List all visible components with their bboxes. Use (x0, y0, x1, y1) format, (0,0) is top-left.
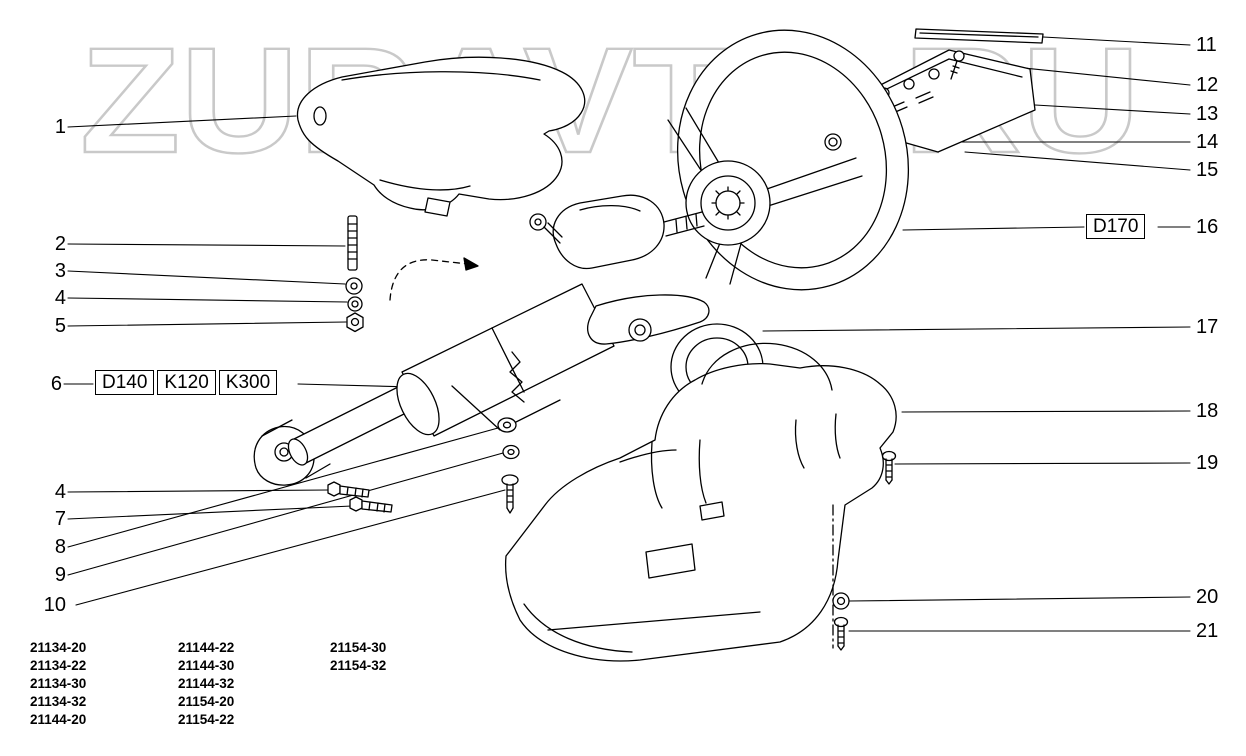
callout-16: 16 (1196, 216, 1219, 238)
ignition-switch-housing (552, 194, 665, 270)
release-lever (587, 294, 710, 345)
screw-21 (833, 616, 849, 651)
steering-wheel (667, 29, 910, 291)
washer-4 (347, 296, 363, 312)
model-code: 21144-30 (178, 658, 235, 673)
callout-21: 21 (1196, 620, 1219, 642)
bolt-4b (327, 481, 370, 498)
fasteners (327, 215, 897, 651)
callout-4b: 4 (54, 481, 66, 503)
model-code: 21134-20 (30, 640, 87, 655)
callout-11: 11 (1196, 34, 1217, 56)
steering-column-assembly (253, 194, 710, 486)
callout-13: 13 (1196, 103, 1219, 125)
callout-2: 2 (54, 233, 66, 255)
washer-8 (497, 417, 517, 433)
callout-20: 20 (1196, 586, 1219, 608)
callout-10: 10 (43, 594, 66, 616)
install-direction-arrow (389, 257, 479, 301)
screw-10 (501, 474, 519, 514)
bolt-7 (349, 496, 393, 513)
screw-12 (950, 50, 965, 80)
spring (509, 351, 525, 403)
code-box-d170: D170 (1086, 214, 1146, 239)
callout-15: 15 (1196, 159, 1219, 181)
callout-14: 14 (1196, 131, 1219, 153)
splined-shaft (715, 190, 741, 216)
mounting-bar (914, 28, 1044, 44)
model-code: 21154-20 (178, 694, 235, 709)
stud-2 (347, 215, 358, 271)
washer-20 (832, 592, 850, 610)
ignition-key (529, 213, 563, 244)
upper-shaft-splines (663, 211, 705, 237)
model-code: 21134-32 (30, 694, 87, 709)
screw-19 (881, 450, 897, 485)
leader-lines (63, 36, 1191, 632)
lower-column-shroud (504, 342, 897, 662)
model-code: 21144-20 (30, 712, 87, 727)
callout-8: 8 (54, 536, 66, 558)
callout-18: 18 (1196, 400, 1219, 422)
code-box-k300: K300 (218, 370, 278, 395)
callout-3: 3 (54, 260, 66, 282)
item16-variant-code: D170 (1086, 214, 1146, 239)
model-code: 21154-22 (178, 712, 235, 727)
callout-7: 7 (54, 508, 66, 530)
callout-9: 9 (54, 564, 66, 586)
callout-1: 1 (54, 116, 66, 138)
model-code: 21154-32 (330, 658, 387, 673)
model-code: 21154-30 (330, 640, 387, 655)
model-code-list-col2: 21144-22 21144-30 21144-32 21154-20 2115… (178, 639, 234, 729)
model-code: 21144-32 (178, 676, 235, 691)
model-code-list-col3: 21154-30 21154-32 (330, 639, 386, 675)
item6-variant-codes: D140 K120 K300 (95, 370, 278, 395)
callout-12: 12 (1196, 74, 1219, 96)
upper-column-shroud (296, 56, 586, 217)
washer-9 (502, 444, 520, 460)
model-code: 21134-30 (30, 676, 87, 691)
callout-5: 5 (54, 315, 66, 337)
callout-6: 6 (50, 373, 62, 395)
code-box-k120: K120 (157, 370, 216, 395)
model-code: 21134-22 (30, 658, 87, 673)
callout-19: 19 (1196, 452, 1219, 474)
callout-17: 17 (1196, 316, 1219, 338)
nut-5 (346, 312, 364, 333)
model-code: 21144-22 (178, 640, 235, 655)
code-box-d140: D140 (95, 370, 155, 395)
model-code-list-col1: 21134-20 21134-22 21134-30 21134-32 2114… (30, 639, 86, 729)
washer-3 (345, 277, 363, 295)
callout-4: 4 (54, 287, 66, 309)
